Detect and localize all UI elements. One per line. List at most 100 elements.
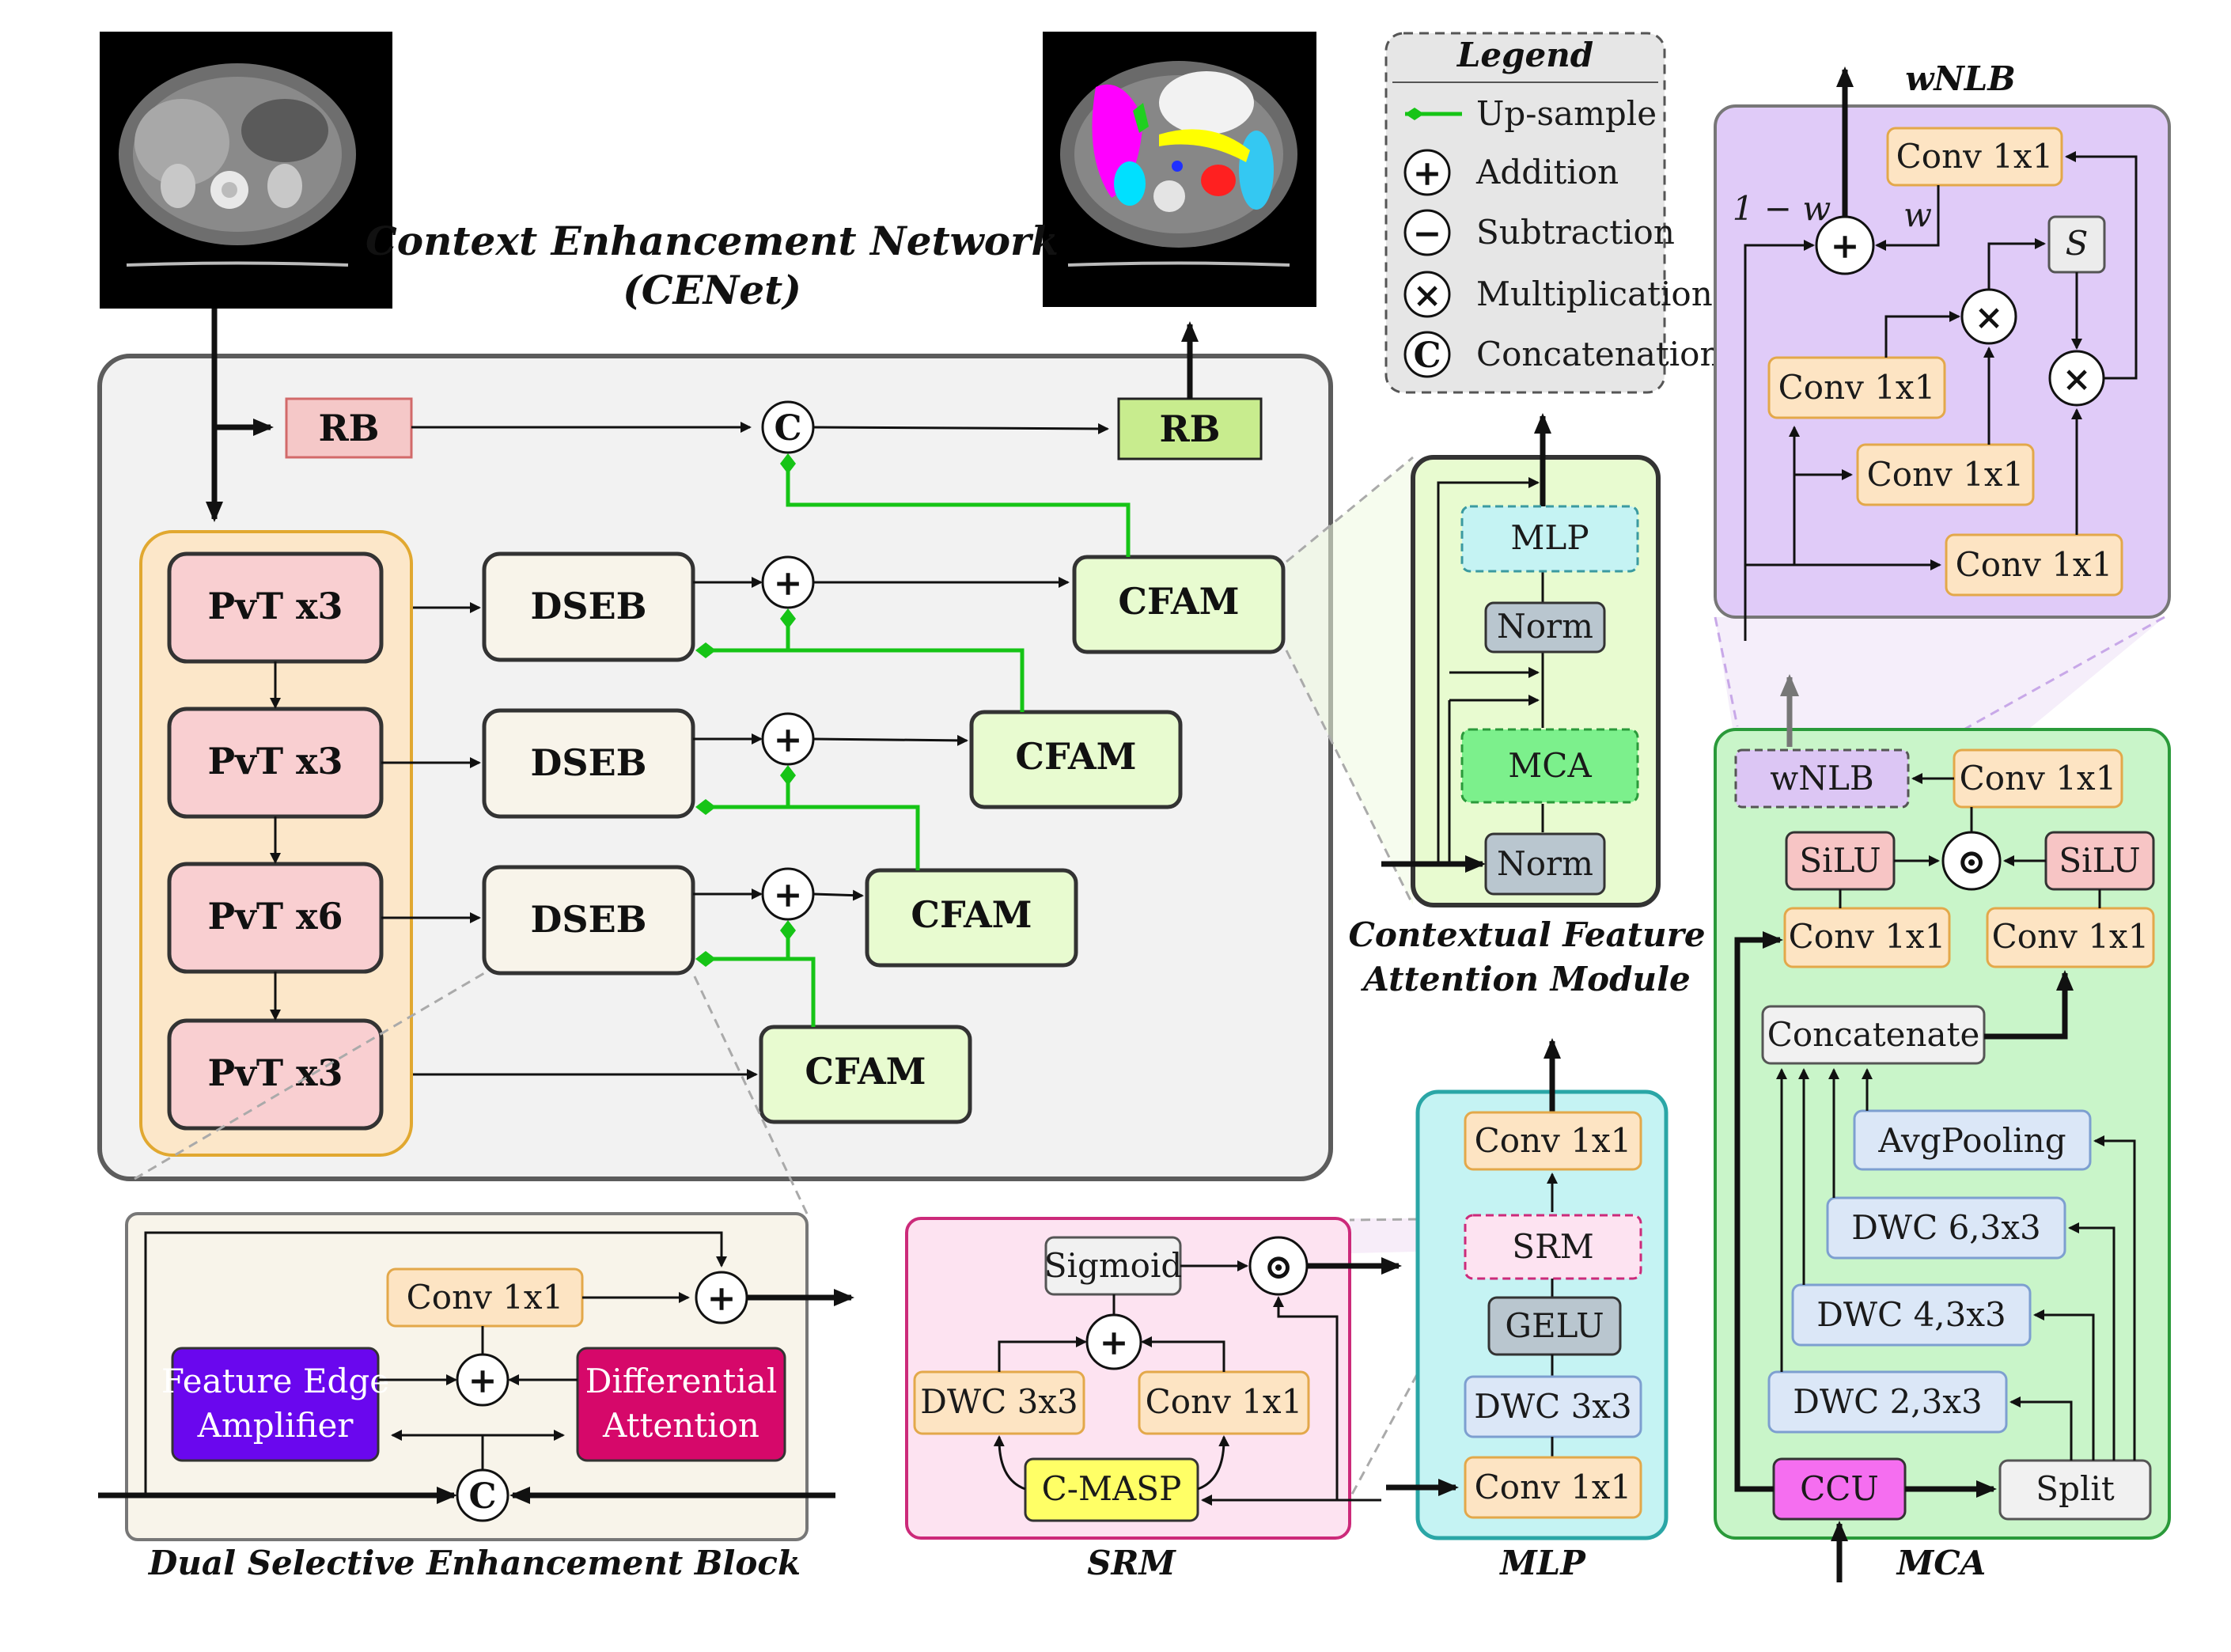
network-subtitle: (CENet): [623, 267, 801, 313]
upsample-cfam1-to-concat: [780, 453, 1131, 557]
add-symbol-3: +: [774, 875, 803, 915]
upsample-cfam2-to-dseb1: [695, 642, 1025, 712]
cfam-block-3: [865, 868, 1078, 968]
rb-input-label: RB: [318, 407, 379, 449]
network-title: Context Enhancement Network: [366, 218, 1059, 264]
wnlb-conv-mid-label: Conv 1x1: [1867, 455, 2025, 494]
pvt-block-4: [167, 1018, 384, 1131]
srm-dwc-label: DWC 3x3: [920, 1382, 1078, 1421]
mlp-srm-block: [1464, 1214, 1642, 1280]
pvt-label-1: PvT x3: [208, 585, 343, 627]
dseb-label-1: DSEB: [530, 585, 646, 627]
concatenate-to-conv-right-arrow: [1984, 970, 2074, 1040]
cfam-label-4: CFAM: [805, 1050, 926, 1093]
legend-subtraction-icon: [1403, 209, 1451, 256]
cfam-label-3: CFAM: [911, 893, 1032, 936]
mca-caption: MCA: [1896, 1544, 1987, 1582]
cfam-norm-block-2: [1484, 832, 1606, 896]
cfam-block-1: [1072, 555, 1286, 654]
legend-concatenation-icon: [1403, 331, 1451, 378]
mlp-conv-bot-label: Conv 1x1: [1475, 1468, 1632, 1506]
mult1-to-s-arrow: [1987, 238, 2046, 290]
mca-split-block: [1998, 1459, 2152, 1521]
conv-left-to-mult1-arrow: [1884, 311, 1960, 358]
dseb-skip-connection: [144, 1231, 727, 1495]
cfam-mca-label: MCA: [1508, 746, 1592, 785]
split-to-avgpool-arrow: [2093, 1135, 2136, 1461]
dseb-add-symbol: +: [468, 1361, 498, 1401]
mca-avgpool-label: AvgPooling: [1877, 1121, 2066, 1160]
split-to-dwc2-arrow: [2009, 1396, 2073, 1461]
legend-addition-symbol: +: [1413, 153, 1442, 194]
cmasp-to-conv-arrow: [1197, 1435, 1230, 1491]
wnlb-zoom-line-left: [1714, 616, 1739, 727]
input-ct-image: [100, 32, 392, 309]
cfam-norm-label-1: Norm: [1497, 607, 1593, 646]
cfam-block-2: [969, 710, 1183, 809]
dseb-caption: Dual Selective Enhancement Block: [148, 1544, 801, 1582]
wnlb-conv-bot-block: [1945, 533, 2123, 597]
add2-to-cfam2-arrow: [812, 734, 968, 746]
rb-output-block: [1117, 397, 1263, 460]
mca-conv-right-label: Conv 1x1: [1992, 917, 2150, 956]
mca-split-label: Split: [2036, 1469, 2115, 1508]
dseb-conv-label: Conv 1x1: [407, 1278, 564, 1317]
cfam-label-2: CFAM: [1015, 735, 1136, 778]
legend-addition-icon: [1403, 149, 1451, 196]
srm-cmasp-block: [1024, 1457, 1199, 1522]
dseb-concat-symbol: C: [468, 1476, 496, 1517]
split-to-dwc6-arrow: [2068, 1222, 2115, 1461]
mca-conv-left-block: [1783, 907, 1951, 968]
ccu-to-conv-left-arrow: [1734, 931, 1783, 1492]
differential-attention-block: [576, 1347, 786, 1462]
mca-dwc4-block: [1791, 1283, 2032, 1347]
upsample-cfam3-to-dseb2: [695, 799, 920, 870]
cmasp-to-dwc-arrow: [993, 1435, 1026, 1491]
cfam-mca-block: [1460, 728, 1639, 804]
pvt-label-4: PvT x3: [208, 1051, 343, 1094]
cfam-norm-block-1: [1484, 601, 1606, 654]
wnlb-add-symbol: +: [1831, 226, 1860, 267]
wnlb-zoom-wedge: [1715, 617, 2165, 758]
srm-zoom-line-bottom: [1348, 1276, 1472, 1499]
mult2-to-conv-top-arrow: [2065, 151, 2138, 380]
mca-dwc6-block: [1826, 1196, 2066, 1260]
srm-sigmoid-label: Sigmoid: [1044, 1246, 1183, 1285]
wnlb-title: wNLB: [1905, 59, 2016, 98]
add-symbol-2: +: [774, 720, 803, 760]
legend-multiplication-icon: [1403, 271, 1451, 318]
mca-ccu-label: CCU: [1800, 1469, 1879, 1508]
mlp-conv-top-block: [1464, 1111, 1642, 1171]
srm-conv-label: Conv 1x1: [1146, 1382, 1303, 1421]
mlp-dwc-label: DWC 3x3: [1474, 1387, 1631, 1426]
concat-to-rb-arrow: [812, 422, 1109, 434]
wnlb-skip-arrow: [1744, 240, 1815, 641]
upsample-cfam4-to-dseb3: [695, 951, 816, 1027]
srm-module-panel: [905, 1217, 1351, 1540]
da-label-line1: Differential: [585, 1362, 778, 1400]
mca-conv-top-label: Conv 1x1: [1960, 759, 2117, 798]
wnlb-add-node: [1815, 215, 1875, 275]
add3-to-cfam3-arrow: [812, 889, 864, 901]
mlp-gelu-label: GELU: [1505, 1306, 1604, 1345]
srm-cmasp-label: C-MASP: [1042, 1469, 1182, 1508]
mca-wnlb-block: [1734, 748, 1910, 809]
mca-avgpool-block: [1853, 1109, 2092, 1171]
dseb-label-3: DSEB: [530, 898, 646, 941]
output-segmentation-image: [1043, 32, 1316, 307]
legend-multiplication-label: Multiplication: [1476, 275, 1713, 313]
srm-dot-symbol: ⊙: [1264, 1247, 1294, 1287]
mca-dwc4-label: DWC 4,3x3: [1816, 1295, 2006, 1334]
dseb-label-2: DSEB: [530, 741, 646, 784]
wnlb-conv-left-block: [1767, 356, 1946, 419]
rb-output-label: RB: [1159, 407, 1220, 450]
legend-multiplication-symbol: ×: [1413, 275, 1442, 316]
legend-subtraction-symbol: −: [1413, 214, 1442, 254]
dseb-zoom-line-left: [134, 972, 485, 1180]
split-to-dwc4-arrow: [2033, 1309, 2095, 1461]
wnlb-conv-mid-block: [1856, 443, 2035, 506]
mca-dwc2-block: [1767, 1370, 2008, 1434]
wnlb-mult-symbol-1: ×: [1975, 297, 2004, 338]
wnlb-s-label: S: [2066, 224, 2089, 263]
